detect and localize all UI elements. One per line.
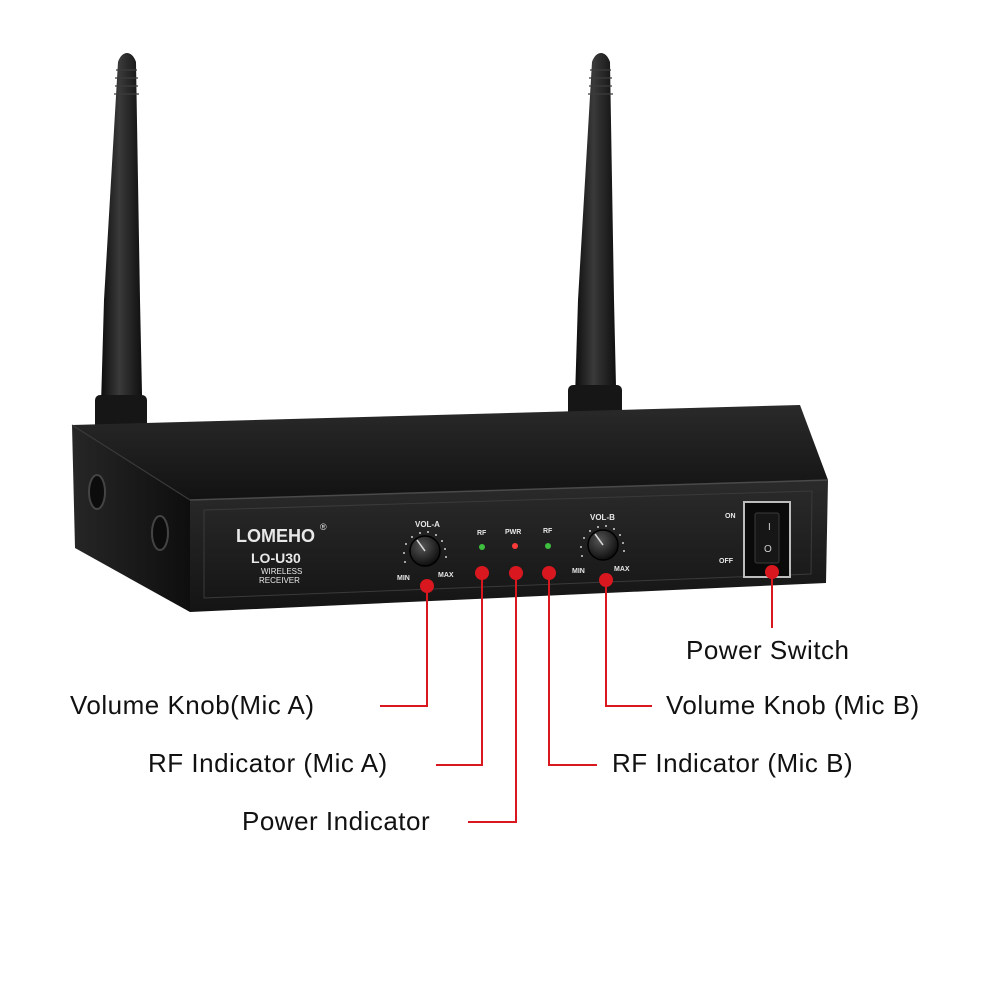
callout-dot-volume-knob-b (599, 573, 613, 587)
callout-dot-rf-indicator-a (475, 566, 489, 580)
knob-a-max-label: MAX (438, 572, 454, 579)
callout-dot-volume-knob-a (420, 579, 434, 593)
callout-rf-indicator-a: RF Indicator (Mic A) (148, 748, 388, 778)
knob-a-min-label: MIN (397, 575, 410, 582)
volume-knob-a-assembly: VOL-A MIN MAX (397, 520, 454, 582)
antenna-left (95, 53, 147, 445)
callout-dot-rf-indicator-b (542, 566, 556, 580)
callout-dots (420, 565, 779, 593)
callout-line-rf-indicator-a (436, 573, 483, 766)
callout-power-indicator: Power Indicator (242, 806, 431, 836)
callout-lines (380, 572, 773, 823)
callout-line-volume-knob-a (380, 586, 428, 707)
rf-b-label: RF (543, 528, 553, 535)
subtitle-line2: RECEIVER (259, 576, 300, 585)
model-name: LO-U30 (251, 550, 301, 566)
rf-a-label: RF (477, 530, 487, 537)
callout-volume-knob-a: Volume Knob(Mic A) (70, 690, 315, 720)
callout-volume-knob-b: Volume Knob (Mic B) (666, 690, 920, 720)
callout-rf-indicator-b: RF Indicator (Mic B) (612, 748, 854, 778)
power-indicator-led (512, 543, 518, 549)
callout-power-switch: Power Switch (686, 635, 850, 665)
indicator-row: RF PWR RF (477, 528, 553, 550)
power-switch-assembly: ON OFF I O (719, 501, 791, 578)
knob-a-scale (403, 531, 447, 563)
callout-line-power-indicator (468, 573, 517, 823)
callout-line-volume-knob-b (605, 580, 652, 707)
rf-indicator-b-led (545, 543, 551, 549)
vol-a-label: VOL-A (415, 520, 440, 529)
side-connector-1 (88, 474, 106, 510)
knob-b-max-label: MAX (614, 566, 630, 573)
callout-line-rf-indicator-b (548, 573, 597, 766)
knob-b-min-label: MIN (572, 568, 585, 575)
brand-name: LOMEHO (236, 526, 315, 546)
brand-trademark: ® (320, 522, 327, 532)
volume-knob-b-assembly: VOL-B MIN MAX (572, 513, 630, 575)
on-label: ON (725, 513, 736, 520)
antenna-right (568, 53, 622, 435)
vol-b-label: VOL-B (590, 513, 615, 522)
pwr-label: PWR (505, 529, 521, 536)
side-connector-2 (151, 515, 169, 551)
switch-off-glyph: O (764, 544, 772, 555)
subtitle-line1: WIRELESS (261, 567, 302, 576)
off-label: OFF (719, 558, 734, 565)
rf-indicator-a-led (479, 544, 485, 550)
receiver-chassis (71, 405, 829, 612)
callout-dot-power-switch (765, 565, 779, 579)
power-switch[interactable] (754, 512, 780, 564)
knob-b-scale (580, 525, 625, 557)
callout-dot-power-indicator (509, 566, 523, 580)
switch-on-glyph: I (768, 522, 771, 533)
